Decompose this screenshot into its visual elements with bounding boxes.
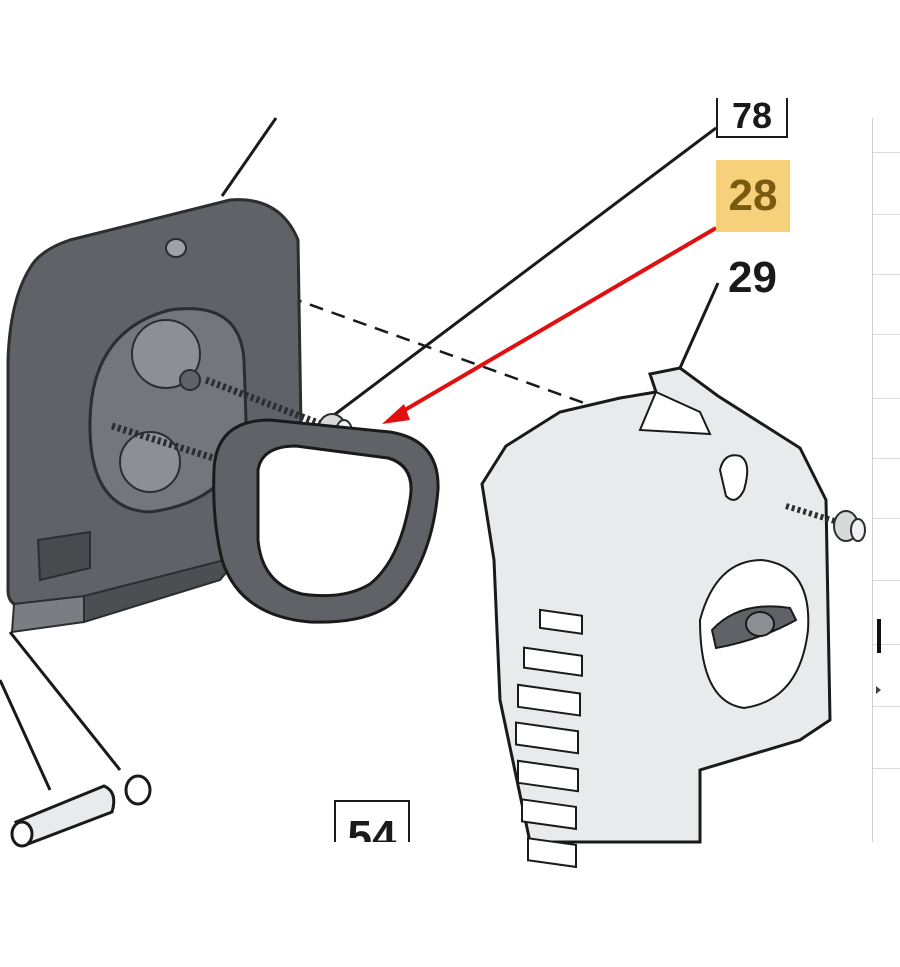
callout-28-highlighted[interactable]: 28 — [716, 160, 790, 232]
scrollbar-handle-icon[interactable] — [877, 619, 881, 653]
triangle-right-icon[interactable] — [876, 686, 881, 694]
highlight-arrow — [382, 226, 718, 424]
shaft-assembly — [0, 631, 152, 848]
cover-part-29 — [480, 366, 832, 844]
leader-line-78 — [329, 126, 717, 420]
gasket-part-28 — [212, 418, 440, 624]
leader-line-29 — [678, 282, 720, 369]
callout-54[interactable]: 54 — [334, 800, 410, 842]
callout-78[interactable]: 78 — [716, 98, 788, 138]
callout-29[interactable]: 29 — [728, 253, 777, 302]
leader-line-filter-cover — [220, 117, 278, 197]
screw-right — [785, 503, 866, 542]
cover-vent-slots — [515, 608, 583, 869]
scroll-track[interactable] — [872, 118, 900, 842]
